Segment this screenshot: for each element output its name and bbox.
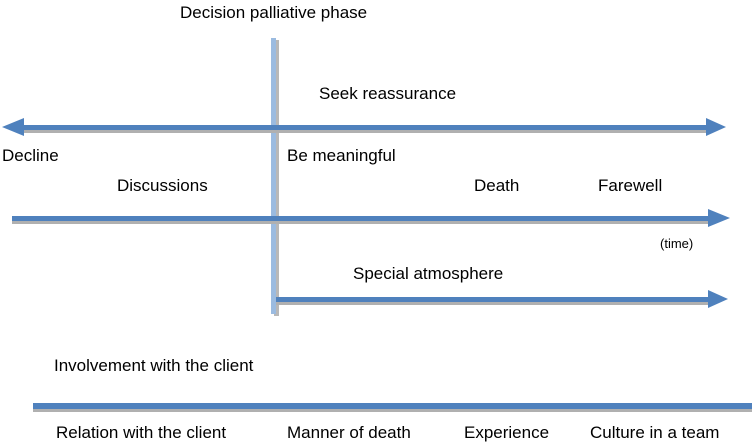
decision-divider	[271, 38, 276, 314]
label-be-meaningful: Be meaningful	[287, 146, 396, 165]
special-atmosphere-arrow	[276, 290, 728, 308]
label-seek-reassurance: Seek reassurance	[319, 84, 457, 103]
label-involvement: Involvement with the client	[54, 356, 254, 375]
involvement-bar	[33, 403, 752, 412]
label-time: (time)	[660, 236, 694, 251]
diagram-title: Decision palliative phase	[180, 3, 368, 22]
double-arrow-seek-reassurance	[2, 118, 726, 136]
label-discussions: Discussions	[117, 176, 208, 195]
label-death: Death	[474, 176, 520, 195]
bottom-label-relation: Relation with the client	[56, 423, 227, 442]
label-decline: Decline	[2, 146, 59, 165]
bottom-label-experience: Experience	[464, 423, 550, 442]
decision-divider-shadow	[274, 40, 279, 316]
bottom-label-culture: Culture in a team	[590, 423, 720, 442]
bottom-label-manner-of-death: Manner of death	[287, 423, 411, 442]
time-arrow	[12, 209, 730, 227]
label-special-atmosphere: Special atmosphere	[353, 264, 504, 283]
label-farewell: Farewell	[598, 176, 663, 195]
